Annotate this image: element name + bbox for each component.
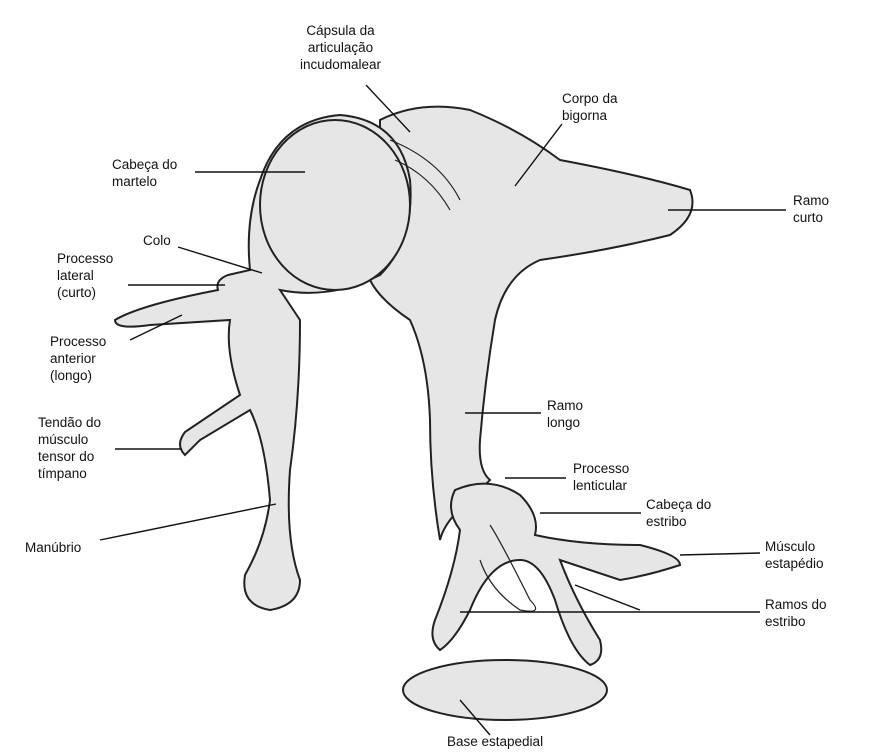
label-line: Cabeça do bbox=[646, 497, 712, 512]
label-line: estribo bbox=[646, 514, 687, 529]
label-cabeca-martelo: Cabeça do martelo bbox=[112, 156, 177, 190]
label-line: tensor do bbox=[38, 449, 95, 464]
label-line: bigorna bbox=[562, 108, 608, 123]
label-ramo-longo: Ramo longo bbox=[547, 397, 583, 431]
label-line: Cápsula da bbox=[306, 23, 375, 38]
label-corpo-bigorna: Corpo da bigorna bbox=[562, 90, 618, 124]
label-ramo-curto: Ramo curto bbox=[793, 192, 829, 226]
stapes-footplate bbox=[402, 659, 608, 721]
label-manubrio: Manúbrio bbox=[25, 540, 82, 555]
incus-bone bbox=[368, 105, 694, 541]
label-line: músculo bbox=[38, 432, 89, 447]
label-line: estribo bbox=[765, 614, 806, 629]
label-processo-lateral: Processo lateral (curto) bbox=[57, 250, 113, 301]
label-line: Ramo bbox=[793, 193, 830, 208]
label-musculo-estapedio: Músculo estapédio bbox=[765, 538, 824, 572]
label-ramos-estribo: Ramos do estribo bbox=[765, 596, 827, 630]
label-cabeca-estribo: Cabeça do estribo bbox=[646, 496, 711, 530]
label-colo: Colo bbox=[143, 233, 171, 248]
label-line: articulação bbox=[307, 40, 374, 55]
label-line: Cabeça do bbox=[112, 157, 178, 172]
label-line: Músculo bbox=[765, 539, 816, 554]
label-processo-lenticular: Processo lenticular bbox=[573, 460, 629, 494]
malleus-head bbox=[259, 119, 411, 291]
label-line: Tendão do bbox=[38, 415, 102, 430]
label-line: Processo bbox=[57, 251, 114, 266]
leader-lines bbox=[99, 84, 786, 736]
label-base-estapedial: Base estapedial bbox=[447, 734, 544, 749]
label-capsula: Cápsula da articulação incudomalear bbox=[300, 22, 381, 73]
label-line: anterior bbox=[50, 351, 96, 366]
label-line: lenticular bbox=[573, 478, 628, 493]
label-line: estapédio bbox=[765, 556, 824, 571]
label-line: (longo) bbox=[50, 368, 93, 383]
label-line: Processo bbox=[573, 461, 630, 476]
stapes-bone bbox=[431, 482, 682, 667]
label-line: Ramo bbox=[547, 398, 584, 413]
label-line: martelo bbox=[112, 174, 158, 189]
label-processo-anterior: Processo anterior (longo) bbox=[50, 333, 106, 384]
label-line: tímpano bbox=[38, 466, 87, 481]
label-line: curto bbox=[793, 210, 824, 225]
label-line: Processo bbox=[50, 334, 107, 349]
label-line: (curto) bbox=[57, 285, 97, 300]
label-line: incudomalear bbox=[300, 57, 382, 72]
label-tendao: Tendão do músculo tensor do tímpano bbox=[38, 414, 101, 482]
label-line: Ramos do bbox=[765, 597, 827, 612]
label-line: lateral bbox=[57, 268, 94, 283]
label-line: Corpo da bbox=[562, 91, 618, 106]
label-line: longo bbox=[547, 415, 581, 430]
